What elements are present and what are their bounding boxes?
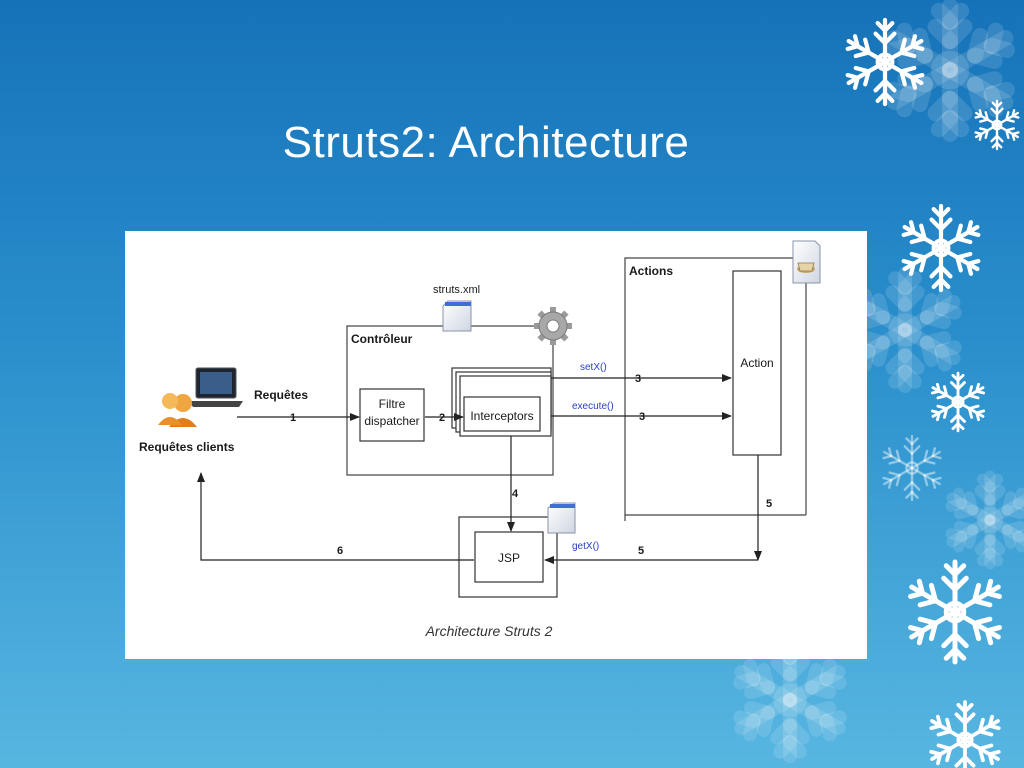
client-label: Requêtes clients — [139, 440, 235, 454]
action-label: Action — [740, 356, 773, 370]
execute-label: execute() — [572, 401, 614, 412]
step-5a-label: 5 — [766, 498, 772, 510]
arrow-response — [197, 472, 474, 561]
step-6-label: 6 — [337, 545, 343, 557]
requests-label: Requêtes — [254, 388, 308, 402]
getx-label: getX() — [572, 541, 599, 552]
step-3b-label: 3 — [639, 411, 645, 423]
architecture-diagram: Requêtes clients Contrôleur struts.xml — [125, 231, 867, 659]
gear-icon — [534, 307, 572, 345]
jsp-document-icon — [547, 502, 576, 534]
struts-xml-document-icon — [442, 300, 472, 332]
actions-label: Actions — [629, 264, 673, 278]
diagram-caption: Architecture Struts 2 — [425, 623, 553, 639]
step-5b-label: 5 — [638, 545, 644, 557]
filter-label-line2: dispatcher — [364, 414, 419, 428]
java-file-icon — [792, 240, 821, 284]
filter-label-line1: Filtre — [379, 397, 406, 411]
step-2-label: 2 — [439, 412, 445, 424]
jsp-box — [474, 531, 544, 583]
jsp-label: JSP — [498, 551, 520, 565]
interceptors-label: Interceptors — [470, 409, 533, 423]
step-3a-label: 3 — [635, 373, 641, 385]
action-box — [732, 270, 782, 456]
filter-dispatcher-box — [359, 388, 425, 442]
step-4-label: 4 — [512, 488, 519, 500]
struts-xml-label: struts.xml — [433, 284, 480, 296]
step-1-label: 1 — [290, 412, 296, 424]
actions-box — [624, 257, 807, 521]
setx-label: setX() — [580, 362, 607, 373]
slide-title: Struts2: Architecture — [282, 118, 690, 167]
client-icon — [158, 367, 243, 427]
jsp-container — [458, 516, 558, 598]
interceptors-stack — [451, 367, 552, 437]
controller-label: Contrôleur — [351, 332, 413, 346]
